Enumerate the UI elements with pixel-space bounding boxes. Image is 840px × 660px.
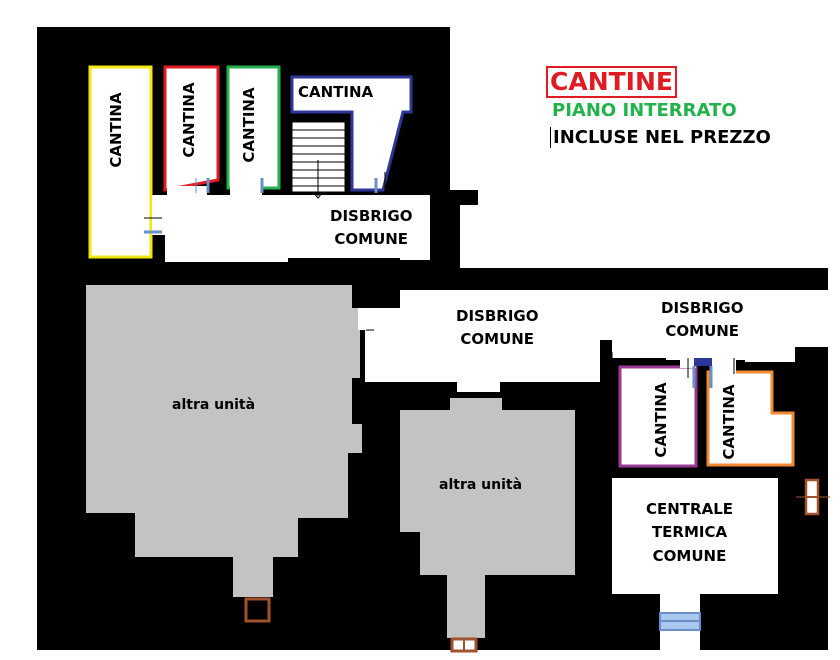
disbrigo-center-line1: DISBRIGO bbox=[456, 307, 539, 325]
legend-subtitle: PIANO INTERRATO bbox=[552, 100, 737, 121]
legend-title: CANTINE bbox=[546, 66, 677, 98]
cantina-yellow-label: CANTINA bbox=[107, 92, 125, 168]
other-unit-left bbox=[86, 285, 362, 597]
courtyard-area bbox=[460, 205, 478, 268]
cantina-green-room bbox=[226, 65, 281, 190]
cantina-red-room bbox=[163, 65, 220, 192]
window-centrale bbox=[659, 612, 701, 631]
corridor-center bbox=[358, 290, 600, 392]
disbrigo-right-label: DISBRIGO COMUNE bbox=[661, 297, 743, 344]
cantina-orange-label: CANTINA bbox=[720, 384, 738, 460]
cantina-purple-room bbox=[618, 365, 698, 468]
cantina-blue-room bbox=[290, 75, 413, 192]
cantina-blue-label: CANTINA bbox=[298, 83, 374, 101]
cantina-purple-label: CANTINA bbox=[652, 382, 670, 458]
corridor-join-yellow bbox=[152, 195, 166, 235]
disbrigo-right-line1: DISBRIGO bbox=[661, 299, 744, 317]
centrale-termica-line1: CENTRALE bbox=[646, 500, 734, 518]
corridor-top bbox=[160, 195, 430, 262]
cantina-green-gap bbox=[230, 186, 262, 196]
legend-note: INCLUSE NEL PREZZO bbox=[550, 127, 771, 148]
centrale-termica-line2: TERMICA bbox=[651, 523, 728, 542]
centrale-termica-room bbox=[612, 478, 778, 594]
disbrigo-center-label: DISBRIGO COMUNE bbox=[456, 305, 538, 352]
legend: CANTINE PIANO INTERRATO INCLUSE NEL PREZ… bbox=[546, 66, 771, 148]
centrale-termica-label: CENTRALE TERMICA COMUNE bbox=[646, 498, 733, 568]
disbrigo-right-line2: COMUNE bbox=[665, 322, 740, 341]
altra-unita-left-label: altra unità bbox=[172, 397, 256, 413]
window-left-unit bbox=[244, 597, 271, 623]
corridor-right bbox=[600, 290, 828, 362]
cantina-orange-room bbox=[706, 370, 795, 467]
centrale-termica-line3: COMUNE bbox=[652, 546, 727, 565]
staircase bbox=[291, 121, 346, 199]
cantina-green-label: CANTINA bbox=[240, 87, 258, 163]
doors-right bbox=[687, 358, 735, 388]
cantina-yellow-room bbox=[88, 65, 153, 259]
disbrigo-center-line2: COMUNE bbox=[460, 330, 535, 349]
cantina-red-label: CANTINA bbox=[180, 82, 198, 158]
cantina-red-gap bbox=[167, 186, 207, 196]
door-gap-right-2 bbox=[710, 360, 736, 374]
doors bbox=[144, 172, 613, 360]
disbrigo-top-label: DISBRIGO COMUNE bbox=[330, 205, 412, 252]
corridor-top-connector bbox=[352, 258, 400, 308]
altra-unita-center-label: altra unità bbox=[439, 477, 523, 493]
disbrigo-top-line2: COMUNE bbox=[334, 230, 409, 249]
disbrigo-top-line1: DISBRIGO bbox=[330, 207, 413, 225]
other-unit-center bbox=[400, 398, 575, 638]
